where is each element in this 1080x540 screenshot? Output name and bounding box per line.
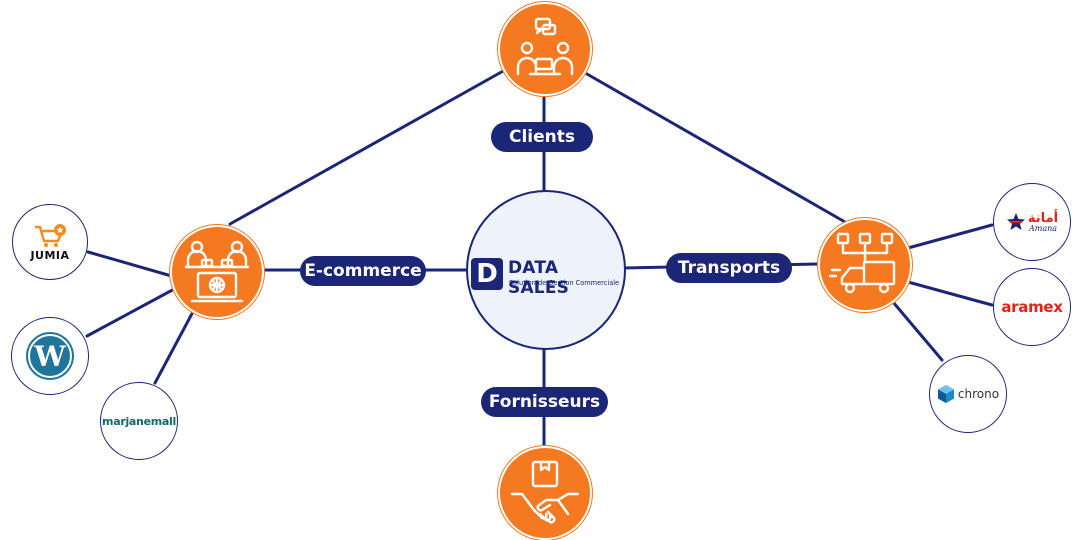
jumia-logo: JUMIA — [12, 204, 88, 280]
wordpress-icon: W — [26, 332, 74, 380]
line-clients-ecommerce — [228, 68, 507, 226]
clients-label: Clients — [491, 122, 593, 152]
marjanemall-logo: marjanemall — [100, 382, 178, 460]
amana-logo: أمانة Amana — [993, 183, 1071, 261]
ecommerce-label: E-commerce — [300, 256, 426, 286]
fournisseurs-hub — [498, 446, 592, 540]
data-sales-d-mark: D — [471, 258, 503, 290]
ecommerce-laptop-globe-icon — [184, 240, 250, 303]
data-sales-logo: D DATA SALES Solution de Gestion Commerc… — [471, 258, 621, 298]
line-transports-chrono — [891, 300, 944, 362]
jumia-wordmark: JUMIA — [30, 248, 70, 262]
fournisseurs-label: Fornisseurs — [481, 387, 608, 417]
transports-hub — [818, 218, 912, 312]
wordpress-logo: W — [11, 317, 89, 395]
line-transports-aramex — [906, 280, 994, 307]
line-ecommerce-jumia — [86, 250, 177, 279]
delivery-truck-icon — [828, 232, 896, 294]
marjanemall-wordmark: marjanemall — [102, 414, 176, 428]
transports-label: Transports — [666, 253, 792, 283]
jumia-cart-icon — [35, 223, 66, 247]
line-ecommerce-marjane — [153, 306, 197, 385]
aramex-wordmark: aramex — [1001, 298, 1063, 316]
handshake-box-icon — [510, 460, 580, 524]
clients-meeting-icon — [516, 17, 574, 76]
amana-star-icon — [1006, 213, 1025, 230]
brand-name: DATA SALES — [508, 258, 570, 298]
line-ecommerce-wordpress — [85, 285, 180, 338]
ecommerce-hub — [170, 225, 264, 319]
line-transports-amana — [906, 223, 994, 250]
clients-hub — [498, 2, 592, 96]
chrono-logo: chrono — [929, 355, 1007, 433]
line-clients-transports — [578, 68, 847, 224]
aramex-logo: aramex — [993, 268, 1071, 346]
chrono-wordmark: chrono — [957, 387, 1000, 401]
chrono-cube-icon — [937, 385, 954, 403]
amana-arabic-wordmark: أمانة — [1027, 210, 1059, 226]
brand-tagline: Solution de Gestion Commerciale — [509, 279, 620, 287]
amana-wordmark: Amana — [1028, 223, 1058, 233]
svg-text:W: W — [33, 340, 66, 373]
data-sales-hub: D DATA SALES Solution de Gestion Commerc… — [466, 190, 626, 350]
